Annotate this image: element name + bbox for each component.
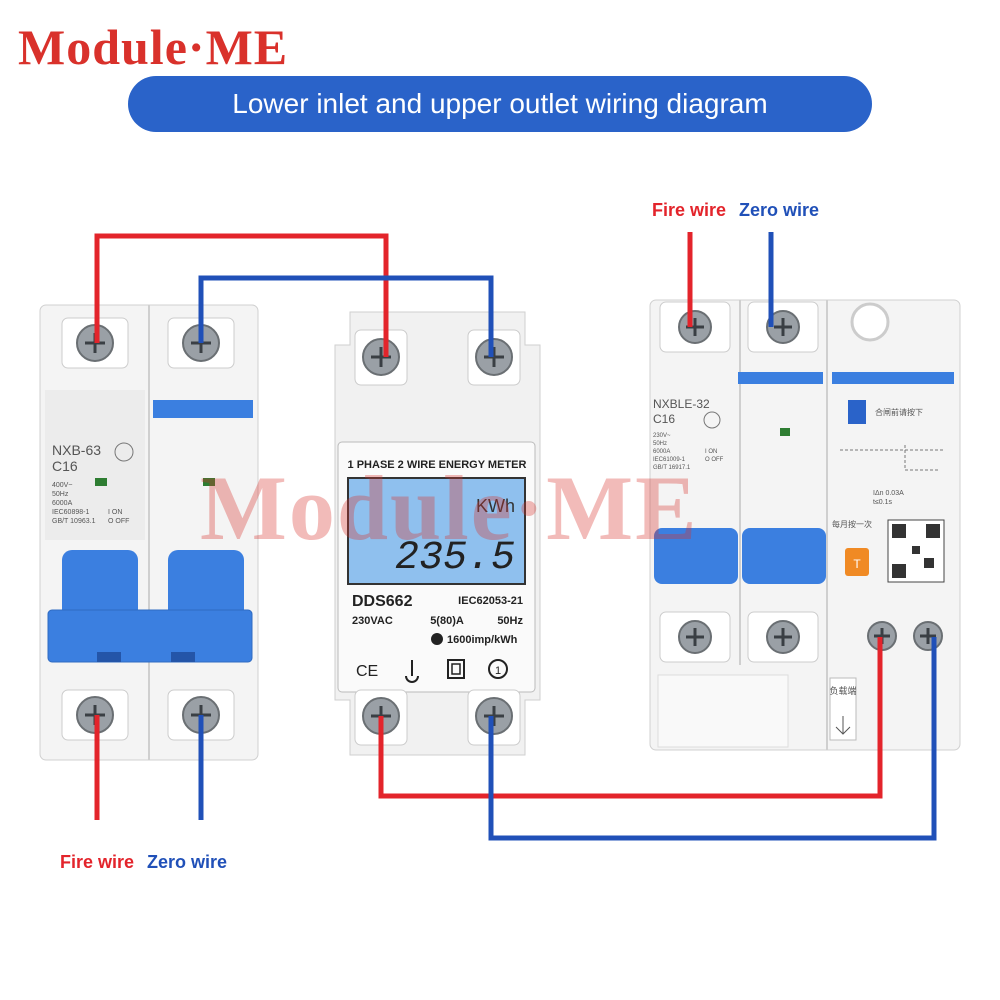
diagram-title-banner: Lower inlet and upper outlet wiring diag… xyxy=(128,76,872,132)
meter-bottom-terminal-n xyxy=(467,689,521,746)
breaker-right-spec: 230V~ xyxy=(653,433,671,439)
meter-impulse: 1600imp/kWh xyxy=(447,634,518,646)
breaker-right-bottom-terminal-n xyxy=(747,611,819,663)
load-side-label: 负载端 xyxy=(829,685,856,696)
double-insulation-icon xyxy=(447,659,465,679)
breaker-left-spec: GB/T 10963.1 xyxy=(52,518,96,525)
breaker-right-rating: C16 xyxy=(653,412,675,426)
zero-wire-meter-to-rcd xyxy=(488,637,937,841)
rcd-test-button[interactable] xyxy=(845,548,869,576)
meter-reading: 235.5 xyxy=(395,536,515,581)
breaker-right-bottom-terminal-l xyxy=(659,611,731,663)
meter-pulse-led-icon xyxy=(431,633,443,645)
breaker-right-spec: IEC61009-1 xyxy=(653,457,686,463)
legend-zero-wire: Zero wire xyxy=(739,200,820,220)
breaker-left: NXB-63 C16 400V~ 50Hz 6000A IEC60898-1 G… xyxy=(39,304,259,761)
breaker-left-spec: 50Hz xyxy=(52,491,69,498)
breaker-left-off: O OFF xyxy=(108,518,129,525)
breaker-right-spec: 6000A xyxy=(653,449,670,455)
legend-zero-wire: Zero wire xyxy=(147,852,228,872)
breaker-right-off: O OFF xyxy=(705,457,724,463)
breaker-right-toggle-l[interactable] xyxy=(654,528,738,584)
test-key-label: T xyxy=(853,557,861,571)
breaker-right-spec: GB/T 16917.1 xyxy=(653,465,691,471)
meter-model: DDS662 xyxy=(352,593,413,610)
breaker-left-color-band xyxy=(153,400,253,418)
test-hole-icon xyxy=(850,302,890,342)
rcd-output-terminal-n xyxy=(913,621,943,651)
meter-header: 1 PHASE 2 WIRE ENERGY METER xyxy=(348,459,527,471)
legend-fire-wire: Fire wire xyxy=(60,852,135,872)
watermark: Module·ME xyxy=(200,457,699,559)
breaker-left-spec: 6000A xyxy=(52,500,73,507)
breaker-right-on: I ON xyxy=(705,449,717,455)
zero-wire-breaker-to-meter xyxy=(198,275,494,357)
breaker-left-toggle-n[interactable] xyxy=(168,550,244,620)
legend-bottom: Fire wire Zero wire xyxy=(60,852,235,873)
legend-top: Fire wire Zero wire xyxy=(652,200,827,221)
breaker-right-top-terminal-l xyxy=(659,301,731,353)
meter-top-terminal-l xyxy=(354,329,408,386)
ccc-mark-icon xyxy=(703,411,721,429)
breaker-right-toggle-n[interactable] xyxy=(742,528,826,584)
meter-lcd xyxy=(347,477,526,585)
breaker-right-top-terminal-n xyxy=(747,301,819,353)
wires xyxy=(94,232,937,841)
breaker-left-spec: 400V~ xyxy=(52,482,72,489)
brand-logo: Module·ME xyxy=(18,19,289,75)
breaker-right-monthly-note: 每月按一次 xyxy=(832,519,872,529)
breaker-left-indicator xyxy=(95,478,107,486)
breaker-left-model: NXB-63 xyxy=(52,442,101,458)
breaker-right-model: NXBLE-32 xyxy=(653,397,710,411)
meter-symbol-icon xyxy=(405,660,419,683)
meter-top-terminal-n xyxy=(467,329,521,386)
test-reset-button[interactable] xyxy=(848,400,866,424)
breaker-left-spec: IEC60898-1 xyxy=(52,509,89,516)
fire-wire-meter-to-rcd xyxy=(378,637,883,799)
breaker-left-rating: C16 xyxy=(52,458,78,474)
svg-text:1: 1 xyxy=(495,665,501,677)
breaker-left-handle[interactable] xyxy=(47,609,253,663)
breaker-right-test-note: 合闸前请按下 xyxy=(875,407,923,417)
breaker-left-on: I ON xyxy=(108,509,122,516)
fire-wire-breaker-to-meter xyxy=(94,233,389,357)
meter-current: 5(80)A xyxy=(430,615,464,627)
meter-standard: IEC62053-21 xyxy=(458,595,523,607)
ccc-mark-icon xyxy=(114,442,134,462)
breaker-right-residual: IΔn 0.03A xyxy=(873,490,904,497)
meter-voltage: 230VAC xyxy=(352,615,393,627)
ce-mark: CE xyxy=(356,663,378,680)
legend-fire-wire: Fire wire xyxy=(652,200,727,220)
meter-unit: KWh xyxy=(476,496,515,516)
breaker-right-indicator xyxy=(780,428,790,436)
meter-frequency: 50Hz xyxy=(497,615,523,627)
breaker-right-trip-time: t≤0.1s xyxy=(873,499,893,506)
breaker-right-spec: 50Hz xyxy=(653,441,667,447)
class-one-icon xyxy=(488,659,508,679)
breaker-left-toggle-l[interactable] xyxy=(62,550,138,620)
breaker-left-indicator-2 xyxy=(203,478,215,486)
